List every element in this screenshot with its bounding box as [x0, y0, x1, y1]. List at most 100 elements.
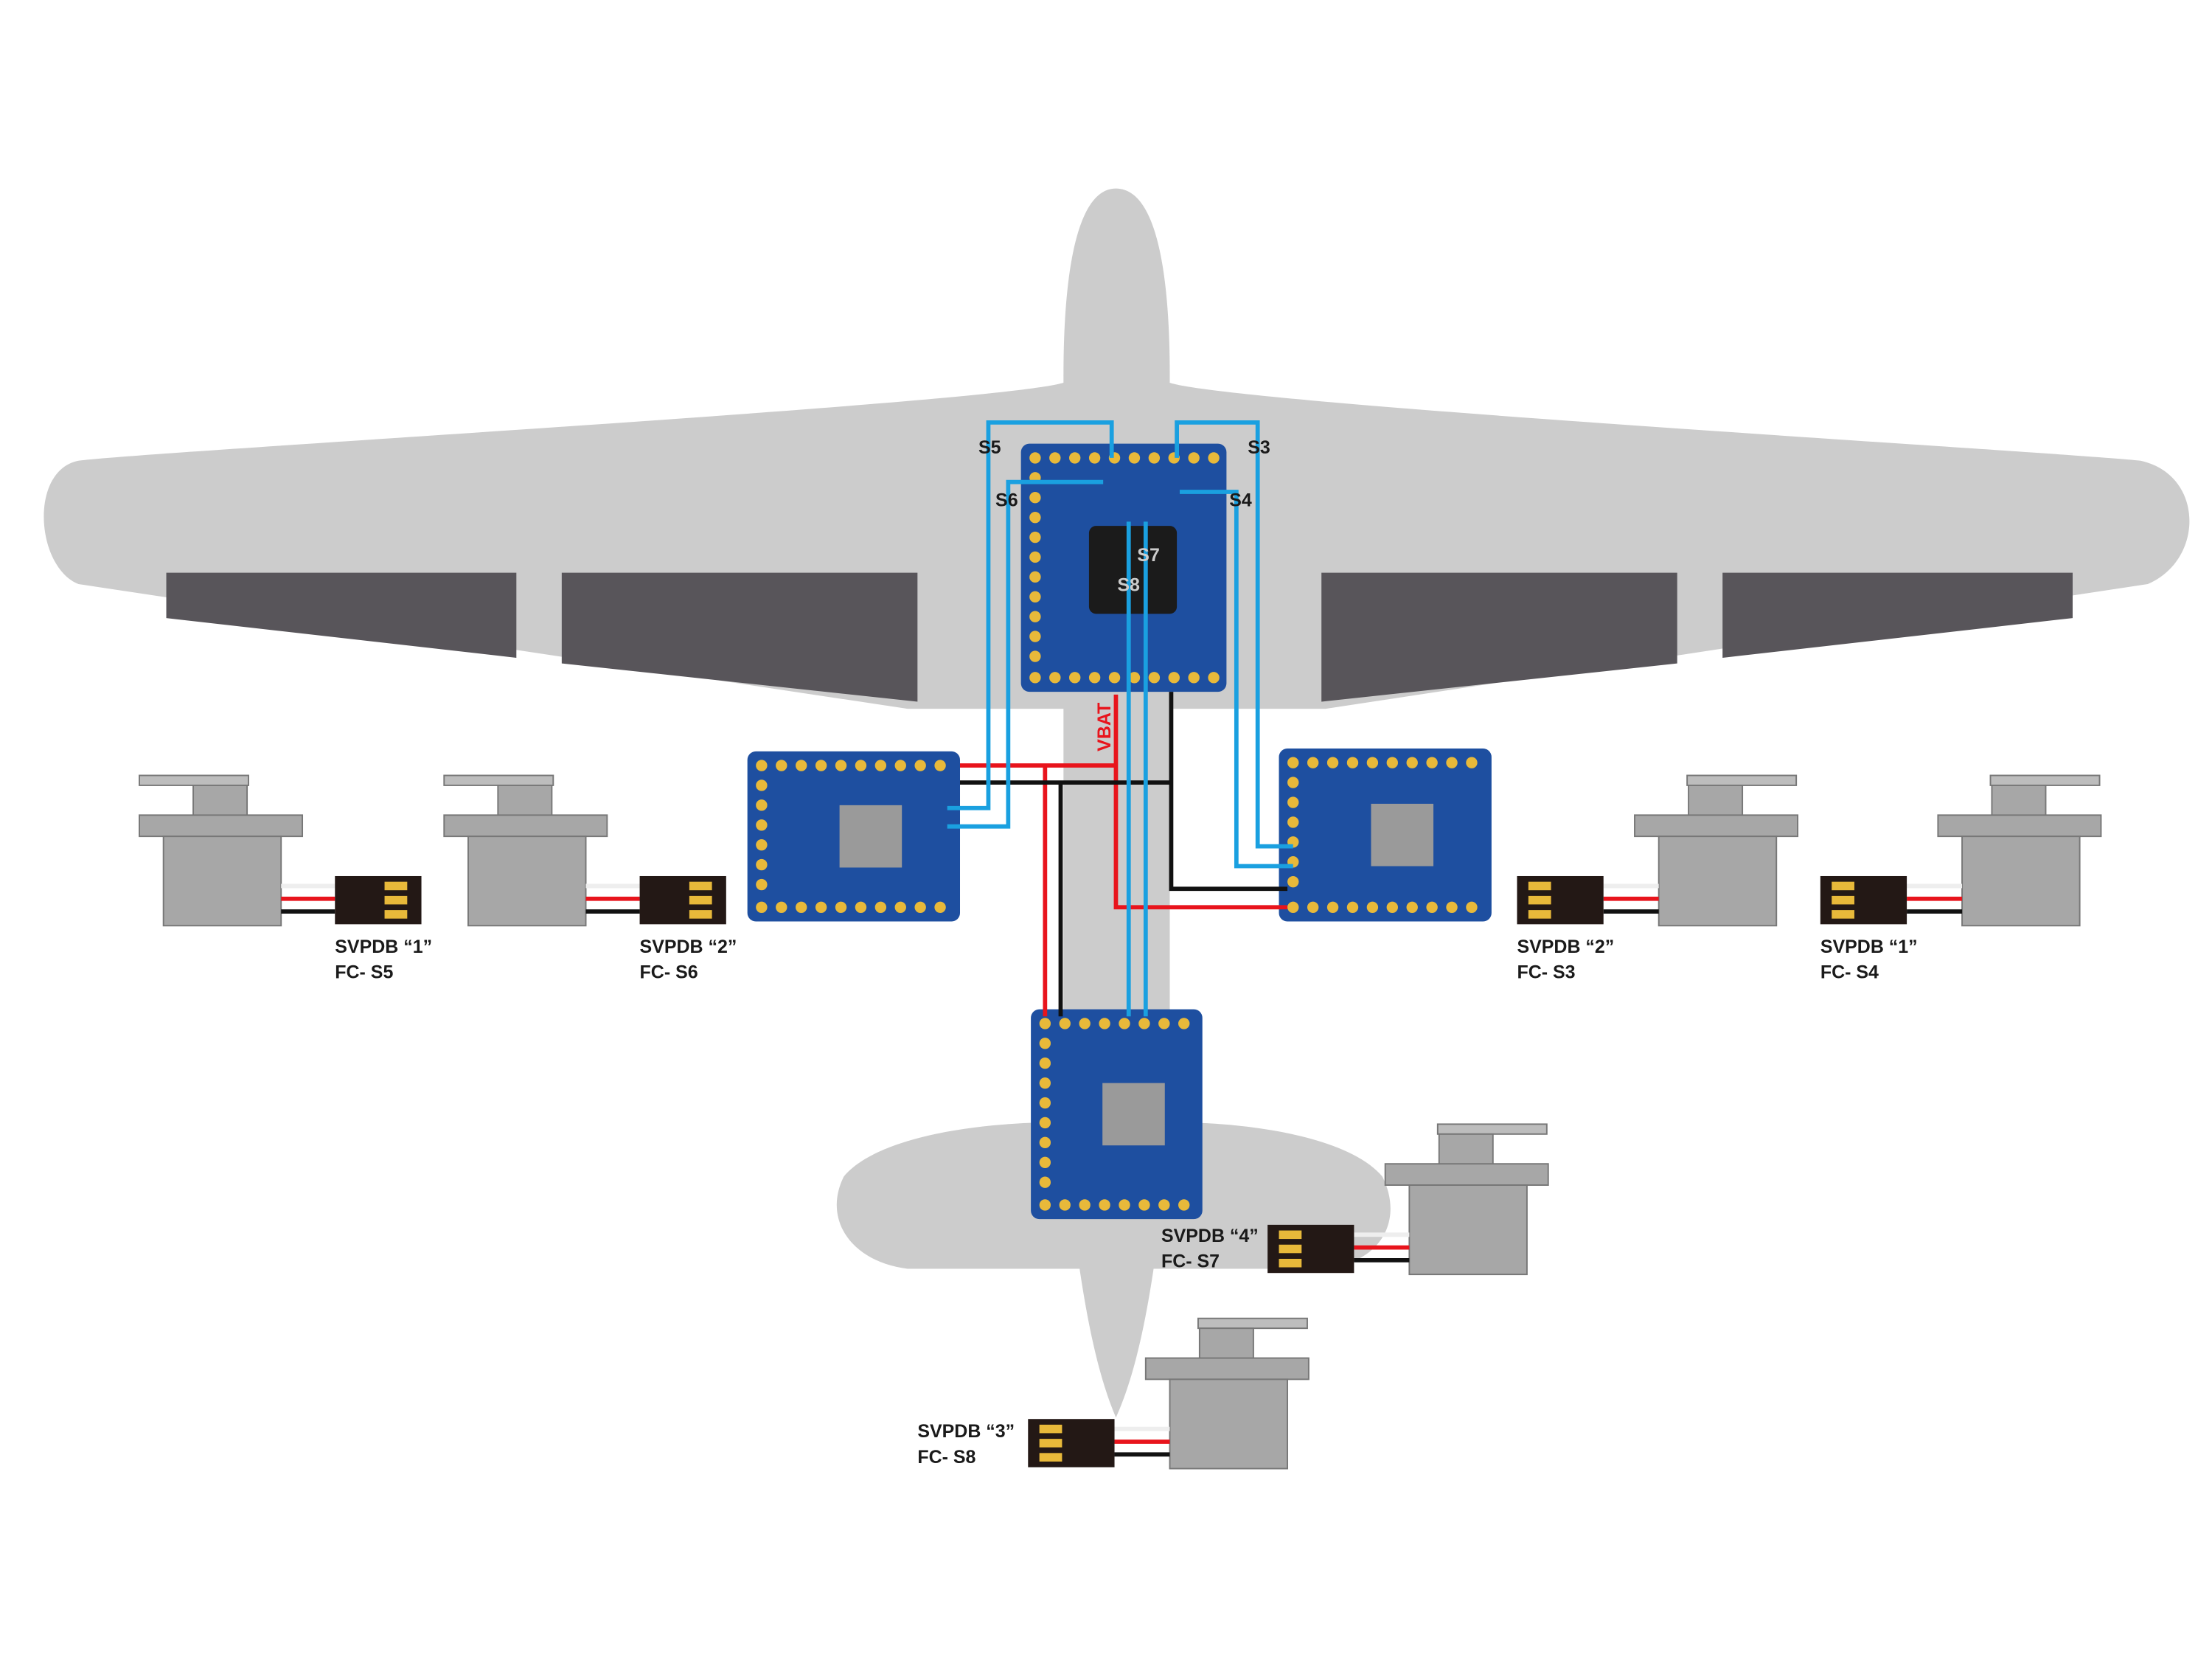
pad	[1128, 452, 1141, 464]
pad	[1059, 1018, 1071, 1029]
servo-label-fc: FC- S3	[1517, 962, 1575, 982]
servo-label-fc: FC- S5	[335, 962, 393, 982]
pad	[1128, 672, 1141, 684]
servo-5: SVPDB “4”FC- S7	[1161, 1123, 1549, 1276]
pad	[914, 901, 926, 913]
pad	[1208, 672, 1220, 684]
pad	[1138, 1018, 1150, 1029]
svpdb-right	[1279, 748, 1492, 922]
pad	[1366, 757, 1379, 768]
pad	[1079, 1199, 1091, 1211]
pad	[1178, 1018, 1190, 1029]
pad	[855, 760, 867, 771]
pad	[1119, 1018, 1130, 1029]
pad	[1307, 901, 1319, 913]
pad	[1287, 757, 1299, 768]
pad	[1307, 757, 1319, 768]
pad	[1426, 901, 1438, 913]
pad	[874, 901, 887, 913]
inductor	[1371, 803, 1434, 867]
flight-controller	[1020, 443, 1227, 692]
label-s4: S4	[1229, 490, 1252, 510]
pad	[1029, 631, 1041, 642]
pad	[1287, 777, 1299, 788]
servo-label-pdb: SVPDB “2”	[1517, 937, 1614, 957]
pad	[756, 799, 768, 811]
pad	[1029, 611, 1041, 622]
pad	[1326, 757, 1339, 768]
pad	[815, 760, 827, 771]
servo-3: SVPDB “2” FC- S3	[1517, 774, 1799, 982]
pad	[1049, 452, 1061, 464]
pad	[1039, 1136, 1051, 1149]
pad	[756, 779, 768, 791]
flaps	[166, 572, 2073, 702]
pad	[894, 901, 906, 913]
pad	[1039, 1018, 1051, 1029]
pad	[1158, 1018, 1170, 1029]
servo-body	[467, 836, 587, 927]
pad	[756, 858, 768, 871]
inductor	[839, 805, 902, 868]
flap-right-outer	[1722, 572, 2073, 658]
pad	[1466, 901, 1478, 913]
pad	[934, 760, 946, 771]
servo-horn	[1989, 774, 2101, 786]
pad	[1039, 1097, 1051, 1109]
pad	[756, 819, 768, 831]
pad	[1029, 452, 1041, 464]
inductor	[1102, 1083, 1165, 1146]
servo-horn	[1686, 774, 1798, 786]
pad	[756, 838, 768, 851]
servo-label-pdb: SVPDB “1”	[335, 937, 432, 957]
label-s3: S3	[1248, 437, 1270, 458]
pad	[1108, 672, 1121, 684]
pad	[796, 901, 807, 913]
power-wire-vbat	[960, 694, 1288, 1017]
wires	[947, 420, 1293, 1017]
pad	[1168, 672, 1180, 684]
pad	[1029, 511, 1041, 524]
pad	[1148, 452, 1161, 464]
pad	[1287, 875, 1299, 888]
pad	[1138, 1199, 1150, 1211]
pad	[1446, 757, 1458, 768]
mcu-chip	[1088, 526, 1178, 614]
servo-label-pdb: SVPDB “1”	[1820, 937, 1918, 957]
servo-label-fc: FC- S4	[1820, 962, 1879, 982]
pad	[1158, 1199, 1170, 1211]
pad	[1039, 1156, 1051, 1168]
pad	[1039, 1176, 1051, 1188]
pad	[1059, 1199, 1071, 1211]
servo-label-pdb: SVPDB “4”	[1161, 1226, 1259, 1246]
pad	[1099, 1199, 1110, 1211]
pad	[835, 760, 847, 771]
signal-labels: S5 S6 S3 S4 S7 S8 VBAT	[978, 437, 1270, 751]
signal-wire-s4	[1179, 490, 1293, 869]
label-s8: S8	[1117, 575, 1140, 596]
servo-body	[1658, 836, 1778, 927]
pad	[1029, 531, 1041, 544]
pad	[1069, 452, 1081, 464]
servo-label-pdb: SVPDB “3”	[917, 1421, 1015, 1442]
servos: SVPDB “1” FC- S5 SVPDB “2”FC- S6 SVPDB “2” F…	[139, 774, 2102, 1470]
pad	[756, 878, 768, 891]
boards	[747, 443, 1492, 1220]
pad	[894, 760, 906, 771]
pad	[1088, 672, 1101, 684]
pad	[934, 901, 946, 913]
pad	[1079, 1018, 1091, 1029]
servo-1: SVPDB “1” FC- S5	[139, 774, 432, 982]
servo-horn	[443, 774, 554, 786]
servo-2: SVPDB “2”FC- S6	[443, 774, 737, 982]
pad	[1039, 1116, 1051, 1129]
signal-wire-s6	[947, 479, 1104, 829]
pad	[756, 901, 768, 913]
svpdb-tail	[1031, 1009, 1203, 1220]
ground-wire	[960, 692, 1288, 1017]
servo-connector	[335, 875, 422, 925]
pad	[1406, 757, 1418, 768]
pad	[1049, 672, 1061, 684]
pad	[855, 901, 867, 913]
